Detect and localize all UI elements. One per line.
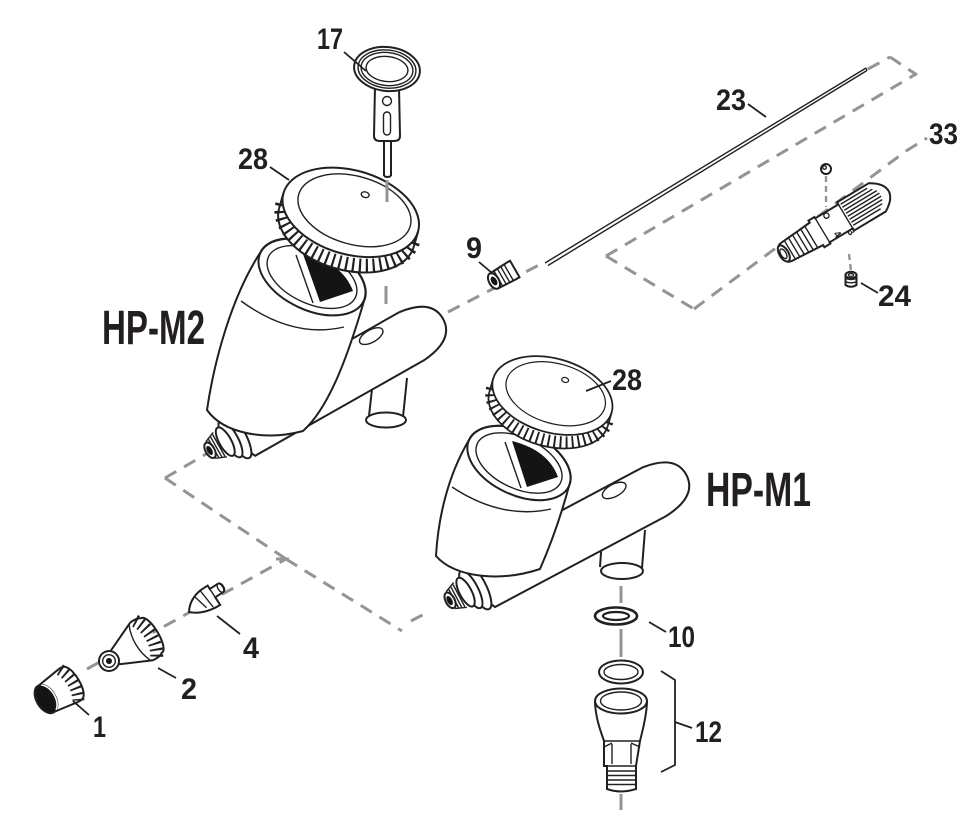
part-24-set-screw: [844, 270, 858, 288]
hp-m2-airbrush: [191, 153, 458, 477]
gray-guide-segments: [384, 180, 623, 810]
part-12-bracket: [660, 670, 693, 773]
part-10-o-ring: [593, 606, 639, 626]
callout-9: 9: [466, 232, 482, 265]
callout-leader-lines: [72, 51, 879, 773]
callout-17: 17: [317, 23, 343, 56]
callout-2: 2: [181, 673, 197, 706]
callout-24: 24: [878, 280, 911, 313]
model-label-hp-m1: HP-M1: [706, 464, 811, 517]
part-12-air-valve-assembly: [593, 659, 649, 793]
part-23-needle: [544, 67, 868, 267]
needle-box-left: [605, 254, 695, 311]
part-17-handle-cap: [353, 45, 421, 178]
callout-28-top: 28: [238, 143, 268, 176]
nozzle-parts-axis: [86, 557, 287, 671]
labels: 17 28 23 33 9 24 28 10 12 4 2 1 HP-M2 HP…: [93, 23, 958, 749]
screw-24-dash-leader: [847, 253, 853, 272]
dial-mark-4: 4: [831, 229, 843, 241]
callout-28-mid: 28: [612, 364, 642, 397]
model-label-hp-m2: HP-M2: [102, 302, 205, 355]
dial-mark-3: 3: [845, 227, 857, 239]
part-17-axis-segment: [384, 180, 389, 304]
needle-box-top: [605, 72, 917, 258]
callout-23: 23: [716, 84, 746, 117]
part-2-nozzle-cap: [98, 614, 165, 672]
part-9-threaded-plug: [486, 259, 521, 290]
valve-washer-ring: [598, 659, 644, 685]
valve-body: [593, 687, 649, 793]
set-screw-ball: [820, 163, 832, 175]
part-4-fluid-nozzle: [187, 582, 226, 614]
cup-interior-shadow: [512, 441, 558, 487]
callout-1: 1: [93, 711, 106, 744]
cup-interior-shadow: [303, 254, 353, 302]
callout-10: 10: [668, 621, 695, 654]
hp-m1-airbrush: [432, 343, 700, 628]
callout-4: 4: [243, 632, 259, 665]
axis-corner-top-right: [889, 55, 918, 77]
callout-33-dash-leader: [905, 136, 928, 153]
callout-33: 33: [929, 118, 958, 151]
bottom-edge-dash: [285, 557, 431, 633]
part-33-handle-assembly: 4 3: [776, 163, 892, 263]
callout-12: 12: [695, 716, 722, 749]
